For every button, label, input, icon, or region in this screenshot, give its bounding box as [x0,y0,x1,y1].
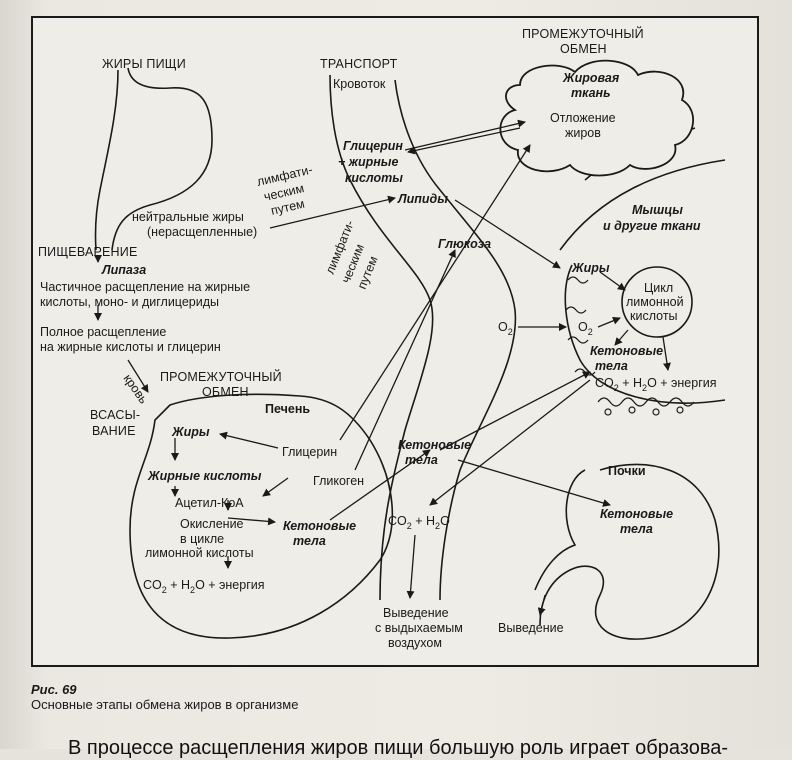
label-ketone-muscle-1: Кетоновые [590,344,663,358]
figure-caption: Основные этапы обмена жиров в организме [31,697,299,712]
pathway-arrows [94,119,671,616]
label-neutral-fats-1: нейтральные жиры [132,210,244,224]
label-deposition-2: жиров [565,126,601,140]
figure-number: Рис. 69 [31,682,77,697]
muscle-curve-2 [559,159,726,251]
esophagus-outline [94,69,119,251]
label-full-2: на жирные кислоты и глицерин [40,340,221,354]
label-bloodstream: Кровоток [333,77,386,91]
label-co2-center: CO2 + H2O [388,514,450,531]
stomach-outline [111,67,213,251]
label-o2-left: O2 [498,320,513,337]
label-partial-2: кислоты, моно- и диглицериды [40,295,219,309]
label-kidneys: Почки [608,464,646,478]
bloodstream-line-right [394,79,517,601]
label-exhale-1: Выведение [383,606,449,620]
label-cycle-2: лимонной [626,295,684,309]
label-oxidation-2: в цикле [180,532,224,546]
label-ketone-center-2: тела [405,453,438,467]
label-co2-muscle: CO2 + H2O + энергия [595,376,717,393]
label-ketone-liver-2: тела [293,534,326,548]
label-ketone-center-1: Кетоновые [398,438,471,452]
label-liver: Печень [265,402,310,416]
label-exhale-2: с выдыхаемым [375,621,463,635]
label-lipids: Липиды [397,192,448,206]
liver-outline [129,393,394,639]
label-absorption-2: ВАНИЕ [92,424,136,438]
label-digestion: ПИЩЕВАРЕНИЕ [38,245,138,259]
muscle-curve-3 [564,264,726,404]
label-ketone-kidney-2: тела [620,522,653,536]
label-intermediate-mid-2: ОБМЕН [202,385,249,399]
label-absorption-1: ВСАСЫ- [90,408,140,422]
label-fats-muscle: Жиры [571,261,610,275]
label-neutral-fats-2: (нерасщепленные) [147,225,257,239]
label-intermediate-top-2: ОБМЕН [560,42,607,56]
kidney-inner [534,469,586,591]
label-cycle-1: Цикл [644,281,673,295]
label-acetyl-coa: Ацетил-КоА [175,496,244,510]
label-ketone-kidney-1: Кетоновые [600,507,673,521]
label-oxidation-1: Окисление [180,517,244,531]
label-fats-liver: Жиры [171,425,210,439]
label-co2-liver: CO2 + H2O + энергия [143,578,265,595]
label-deposition-1: Отложение [550,111,616,125]
label-excretion: Выведение [498,621,564,635]
label-partial-1: Частичное расщепление на жирные [40,280,250,294]
label-o2-right: O2 [578,320,593,337]
label-intermediate-mid-1: ПРОМЕЖУТОЧНЫЙ [160,369,282,384]
label-cycle-3: кислоты [630,309,678,323]
label-glycerol-fa-1: Глицерин [343,139,403,153]
label-intermediate-top-1: ПРОМЕЖУТОЧНЫЙ [522,26,644,41]
label-lipase: Липаза [101,263,146,277]
label-glycerol-fa-3: кислоты [345,171,403,185]
label-glucose: Глюкоза [438,237,491,251]
label-transport: ТРАНСПОРТ [320,57,398,71]
label-adipose-1: Жировая [562,71,620,85]
label-ketone-muscle-2: тела [595,359,628,373]
label-glycerol-liver: Глицерин [282,445,337,459]
label-muscles-2: и другие ткани [603,219,701,233]
label-fatty-acids: Жирные кислоты [147,469,262,483]
label-adipose-2: ткань [571,86,611,100]
adipose-cloud [499,59,694,177]
label-ketone-liver-1: Кетоновые [283,519,356,533]
kidney-outline [539,463,720,640]
label-oxidation-3: лимонной кислоты [145,546,254,560]
label-glycogen: Гликоген [313,474,364,488]
label-exhale-3: воздухом [388,636,442,650]
label-full-1: Полное расщепление [40,325,166,339]
citric-cycle-circle [621,266,693,338]
label-glycerol-fa-2: + жирные [338,155,398,169]
label-muscles-1: Мышцы [632,203,683,217]
label-food-fats: ЖИРЫ ПИЩИ [102,57,186,71]
